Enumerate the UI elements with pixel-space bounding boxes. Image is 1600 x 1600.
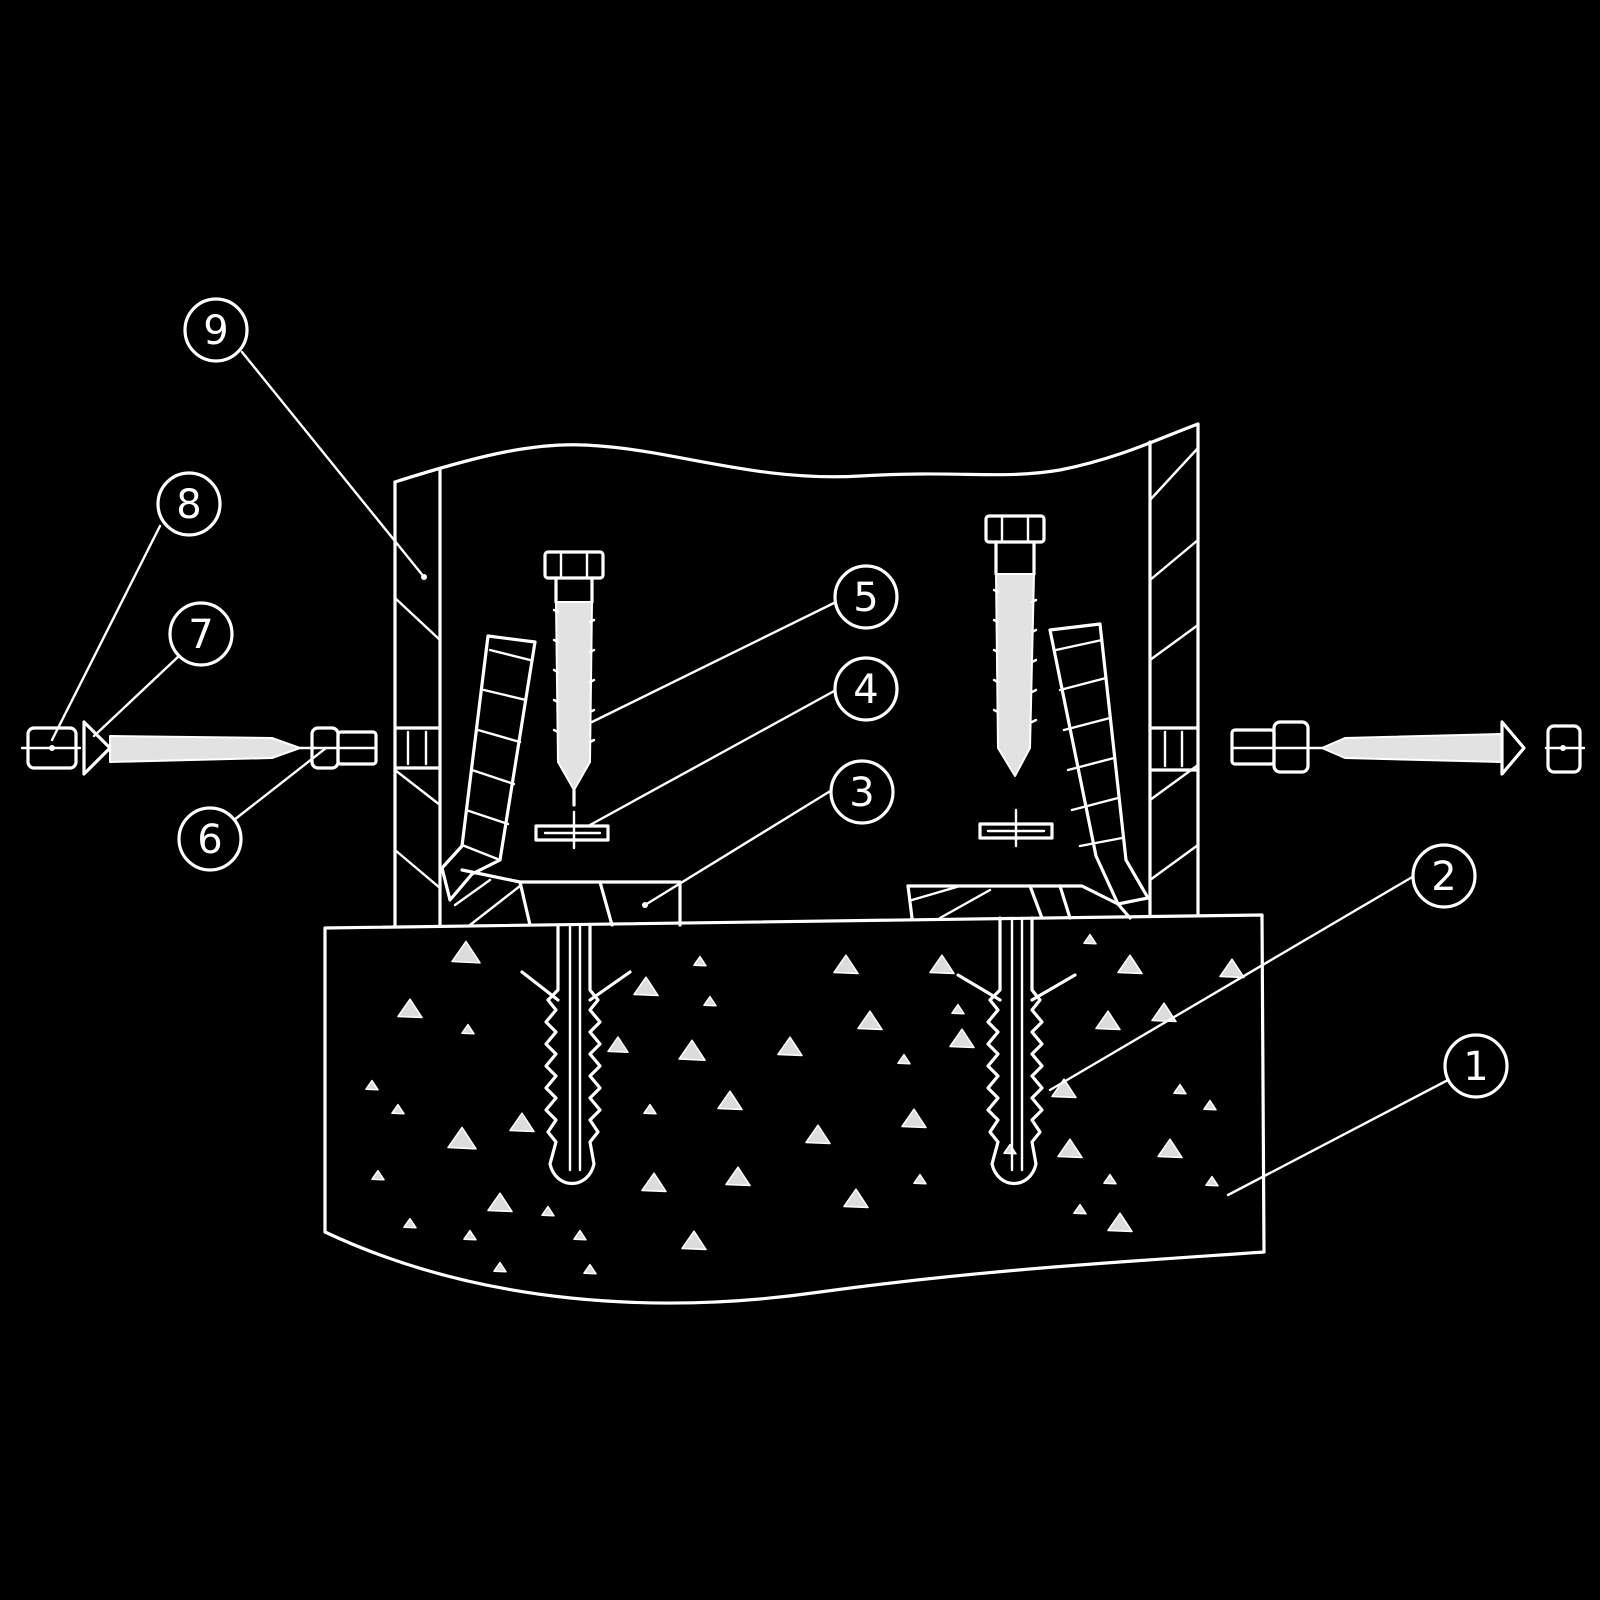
aggregate-stone [487,1192,513,1213]
callout-6: 6 [177,806,243,872]
aggregate-stone [805,1124,831,1145]
aggregate-stone [641,1172,667,1193]
leader-6 [232,746,328,822]
right-expansion-anchor [956,916,1077,1186]
aggregate-stone [678,1039,706,1061]
aggregate-stone [633,976,659,997]
aggregate-stone [541,1205,555,1217]
leader-lines [50,350,1450,1197]
leader-4 [588,688,838,827]
left-wall-hole [393,726,442,770]
callout-9: 9 [183,297,249,363]
aggregate-stone [1151,1002,1177,1023]
callout-8: 8 [156,471,222,537]
aggregate-stone [365,1079,379,1091]
concrete-aggregate [365,933,1245,1275]
leader-3 [643,788,834,907]
aggregate-stone [1157,1138,1183,1159]
leader-2 [1048,874,1416,1092]
aggregate-stone [901,1108,927,1129]
aggregate-stone [1103,1173,1117,1185]
post-housing [393,422,1200,928]
aggregate-stone [1107,1212,1133,1233]
aggregate-stone [725,1166,751,1187]
aggregate-stone [913,1173,927,1185]
aggregate-stone [1083,933,1097,945]
aggregate-stone [643,1103,657,1115]
aggregate-stone [447,1126,477,1150]
aggregate-stone [371,1169,385,1181]
leader-9 [240,350,426,579]
aggregate-stone [703,995,717,1007]
leader-5 [590,600,838,724]
aggregate-stone [573,1229,587,1241]
aggregate-stone [1057,1138,1083,1159]
aggregate-stone [451,940,481,964]
callout-3: 3 [829,759,895,825]
concrete-base [323,913,1266,1305]
aggregate-stone [681,1230,707,1251]
aggregate-stone [403,1217,417,1229]
aggregate-stone [391,1103,405,1115]
aggregate-stone [949,1028,975,1049]
callout-5-label: 5 [853,575,878,621]
callout-4: 4 [833,656,899,722]
callout-9-label: 9 [203,308,228,354]
callout-1-label: 1 [1463,1044,1488,1090]
left-side-screw [82,720,318,776]
left-end-cap [20,726,82,770]
aggregate-stone [1219,958,1245,979]
left-anchor-bolt [543,550,605,807]
right-wedge-clamp [906,622,1150,920]
callout-4-label: 4 [853,667,878,713]
callout-7: 7 [168,601,234,667]
aggregate-stone [897,1053,911,1065]
left-side-nut [310,726,378,770]
aggregate-stone [461,1023,475,1035]
aggregate-stone [1203,1099,1217,1111]
right-washer [978,808,1054,848]
aggregate-stone [1003,1143,1017,1155]
callout-2: 2 [1411,843,1477,909]
aggregate-stone [857,1010,883,1031]
aggregate-stone [583,1263,597,1275]
leader-8 [50,524,162,742]
aggregate-stone [1117,954,1143,975]
left-expansion-anchor [520,923,632,1186]
aggregate-stone [843,1188,869,1209]
aggregate-stone [833,954,859,975]
aggregate-stone [509,1112,535,1133]
right-side-screw [1306,720,1526,776]
aggregate-stone [397,998,423,1019]
right-side-nut [1230,720,1310,774]
aggregate-stone [777,1036,803,1057]
callout-5: 5 [833,564,899,630]
callout-1: 1 [1443,1033,1509,1099]
left-washer [534,810,610,850]
callout-8-label: 8 [176,482,201,528]
aggregate-stone [1051,1078,1077,1099]
callout-7-label: 7 [188,612,213,658]
aggregate-stone [1173,1083,1187,1095]
aggregate-stone [1205,1175,1219,1187]
callout-3-label: 3 [849,770,874,816]
aggregate-stone [1073,1203,1087,1215]
aggregate-stone [1095,1010,1121,1031]
aggregate-stone [951,1003,965,1015]
aggregate-stone [693,955,707,967]
aggregate-stone [717,1090,743,1111]
aggregate-stone [493,1261,507,1273]
aggregate-stone [607,1036,629,1054]
right-anchor-bolt [984,514,1046,777]
leader-7 [92,653,182,738]
callout-2-label: 2 [1431,854,1456,900]
right-end-cap [1544,724,1586,774]
right-wall-hole [1148,726,1200,772]
aggregate-stone [929,954,955,975]
aggregate-stone [463,1229,477,1241]
callout-6-label: 6 [197,817,222,863]
leader-1 [1226,1078,1450,1197]
